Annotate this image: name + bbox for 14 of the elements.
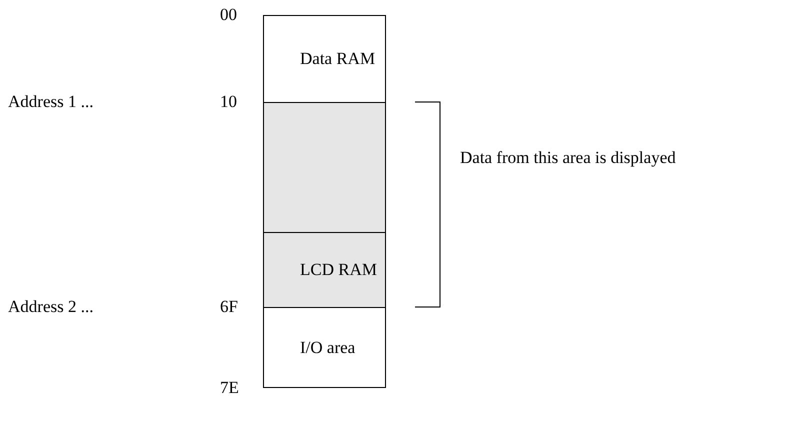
address-label: Address 2 ...	[8, 297, 94, 317]
region-label: I/O area	[300, 338, 356, 358]
memory-region	[263, 232, 386, 308]
address-value: 00	[220, 5, 237, 25]
memory-region	[263, 15, 386, 103]
address-value: 6F	[220, 297, 238, 317]
address-value: 7E	[220, 378, 239, 398]
memory-region	[263, 102, 386, 233]
memory-region	[263, 307, 386, 388]
region-label: Data RAM	[300, 49, 376, 69]
region-label: LCD RAM	[300, 260, 377, 280]
address-label: Address 1 ...	[8, 92, 94, 112]
annotation-text: Data from this area is displayed	[460, 148, 676, 168]
address-value: 10	[220, 92, 237, 112]
